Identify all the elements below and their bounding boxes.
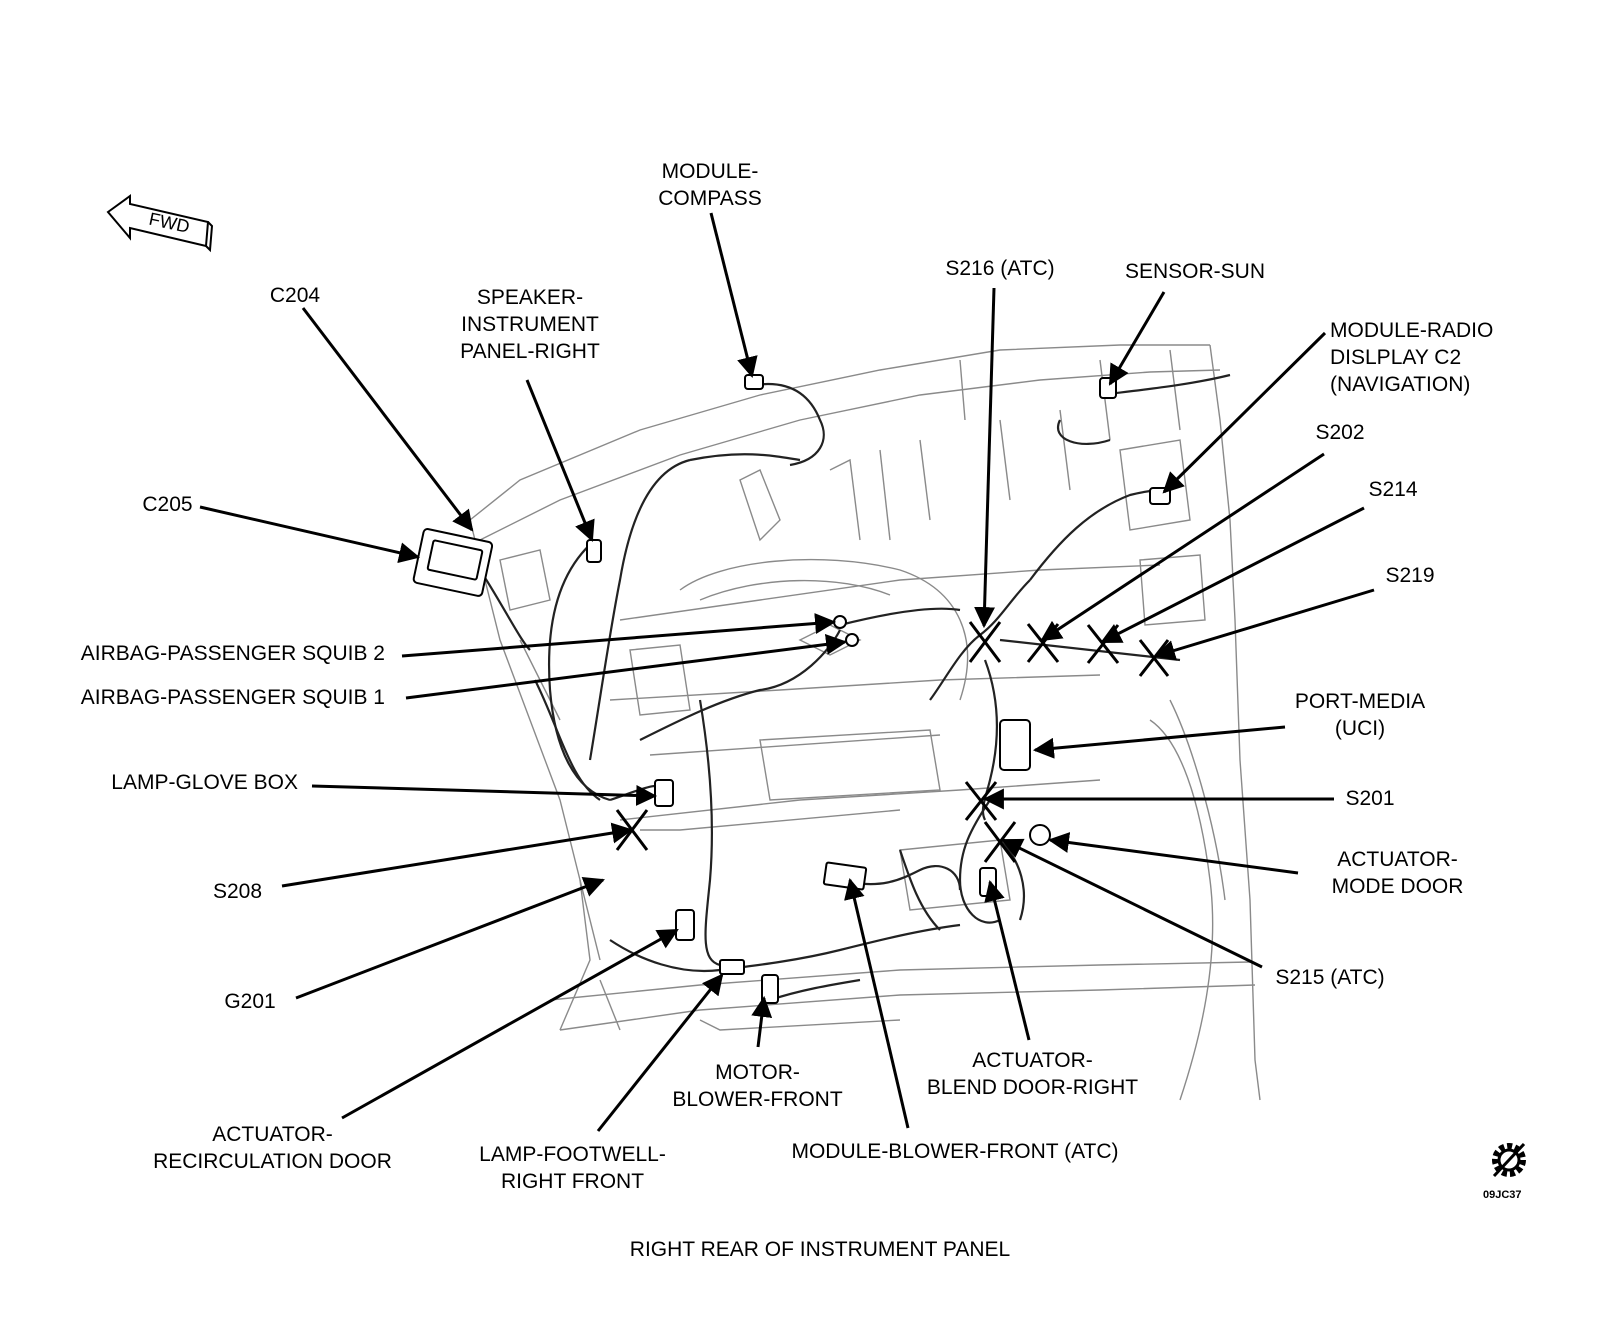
- label-sensor-sun: SENSOR-SUN: [1124, 260, 1266, 283]
- label-s215: S215 (ATC): [1275, 966, 1385, 989]
- label-module-compass: MODULE- COMPASS: [658, 160, 762, 210]
- panel-structure: [469, 344, 1261, 1101]
- component-shapes: [412, 374, 1171, 1004]
- label-airbag-squib-1: AIRBAG-PASSENGER SQUIB 1: [80, 686, 385, 709]
- label-module-radio: MODULE-RADIO DISLPLAY C2 (NAVIGATION): [1330, 319, 1494, 396]
- label-airbag-squib-2: AIRBAG-PASSENGER SQUIB 2: [80, 642, 385, 665]
- label-c204: C204: [269, 284, 321, 307]
- label-module-blower-front: MODULE-BLOWER-FRONT (ATC): [791, 1140, 1119, 1163]
- label-actuator-mode-door: ACTUATOR- MODE DOOR: [1331, 848, 1464, 898]
- label-lamp-glove-box: LAMP-GLOVE BOX: [111, 771, 298, 794]
- splice-markers: [615, 621, 1170, 863]
- figure-caption: RIGHT REAR OF INSTRUMENT PANEL: [629, 1238, 1011, 1261]
- leader-lines: [199, 212, 1375, 1132]
- label-port-media: PORT-MEDIA (UCI): [1294, 690, 1426, 740]
- label-motor-blower-front: MOTOR- BLOWER-FRONT: [672, 1061, 843, 1111]
- splice-s216-icon: [968, 621, 1002, 663]
- label-speaker-ip-right: SPEAKER- INSTRUMENT PANEL-RIGHT: [460, 286, 600, 363]
- fwd-arrow-icon: FWD: [106, 194, 214, 253]
- label-s202: S202: [1315, 421, 1365, 444]
- label-s216: S216 (ATC): [945, 257, 1055, 280]
- label-s201: S201: [1345, 787, 1395, 810]
- figure-code: 09JC37: [1483, 1189, 1522, 1201]
- label-c205: C205: [142, 493, 193, 516]
- label-actuator-recirc-door: ACTUATOR- RECIRCULATION DOOR: [153, 1123, 392, 1173]
- splice-s215-icon: [983, 821, 1017, 863]
- label-s208: S208: [212, 880, 263, 903]
- label-lamp-footwell: LAMP-FOOTWELL- RIGHT FRONT: [479, 1143, 666, 1193]
- gear-icon: [1492, 1142, 1526, 1178]
- label-g201: G201: [224, 990, 276, 1013]
- splice-s214-icon: [1086, 624, 1120, 664]
- label-s219: S219: [1385, 564, 1435, 587]
- label-s214: S214: [1368, 478, 1418, 501]
- label-actuator-blend-door: ACTUATOR- BLEND DOOR-RIGHT: [926, 1049, 1139, 1099]
- splice-s201-icon: [964, 781, 998, 821]
